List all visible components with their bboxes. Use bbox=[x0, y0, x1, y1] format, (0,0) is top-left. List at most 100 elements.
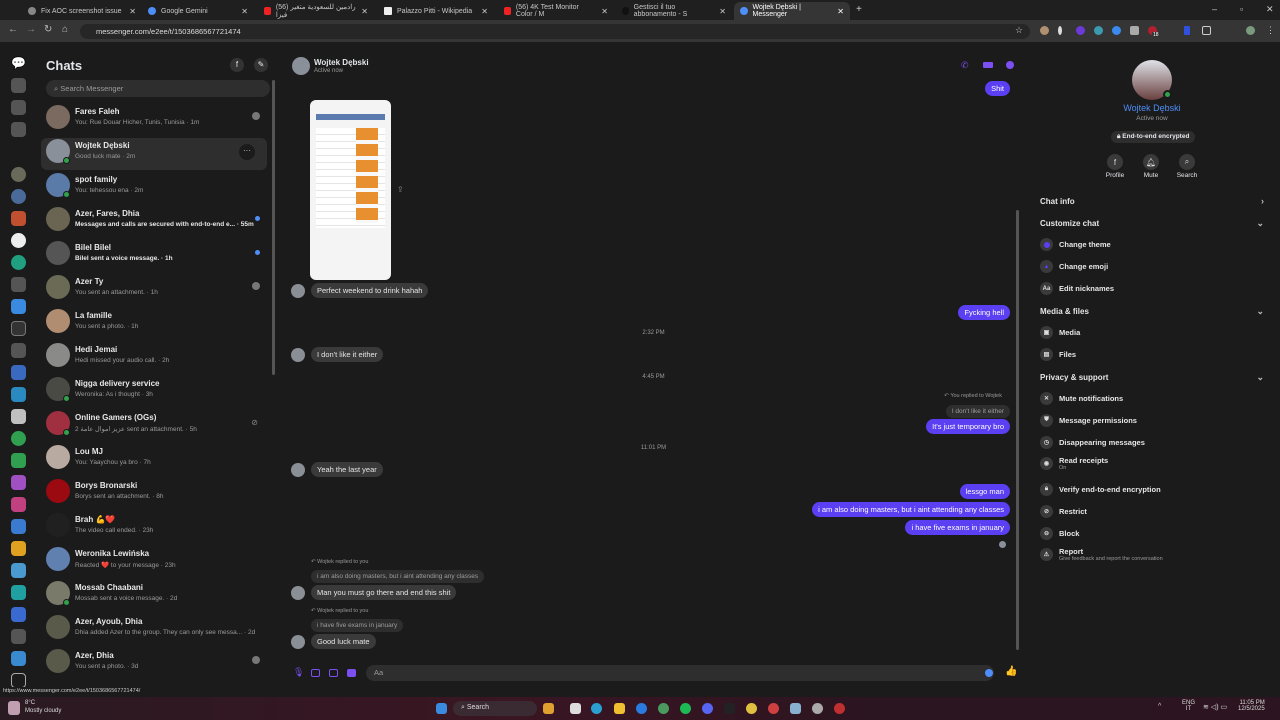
tab-youtube-1[interactable]: (56) رادمين للسعودية متغير فيزا✕ bbox=[258, 2, 374, 20]
toggle-sidebar-icon[interactable] bbox=[11, 673, 26, 688]
extension-icon[interactable] bbox=[1184, 26, 1190, 35]
message-incoming[interactable]: Good luck mate bbox=[311, 634, 376, 649]
conversation-scrollbar[interactable] bbox=[1016, 210, 1019, 650]
search-in-chat-button[interactable]: ⌕Search bbox=[1177, 154, 1197, 179]
conversation-title[interactable]: Wojtek Dębski bbox=[314, 58, 369, 67]
chat-list-item[interactable]: Online Gamers (OGs)عزيز اموال عامة 2 sen… bbox=[41, 410, 267, 442]
thumbs-up-icon[interactable]: 👍 bbox=[1005, 666, 1018, 677]
profile-avatar[interactable] bbox=[1246, 26, 1255, 35]
media-item[interactable]: ▣Media bbox=[1040, 326, 1080, 339]
share-icon[interactable]: ⇪ bbox=[397, 185, 404, 194]
minimize-button[interactable]: – bbox=[1212, 4, 1218, 14]
message-input[interactable]: Aa bbox=[366, 665, 994, 681]
verify-encryption-item[interactable]: 🔒︎Verify end-to-end encryption bbox=[1040, 483, 1161, 496]
archive-icon[interactable] bbox=[11, 122, 26, 137]
message-outgoing[interactable]: It's just temporary bro bbox=[926, 419, 1010, 434]
mute-button[interactable]: 🔔︎Mute bbox=[1143, 154, 1159, 179]
close-tab-icon[interactable]: ✕ bbox=[241, 6, 248, 16]
app-shortcut-icon[interactable] bbox=[11, 563, 26, 578]
message-outgoing[interactable]: i have five exams in january bbox=[905, 520, 1010, 535]
extension-icon[interactable] bbox=[1148, 26, 1157, 35]
app-shortcut-icon[interactable] bbox=[11, 211, 26, 226]
search-input[interactable]: ⌕ Search Messenger bbox=[46, 80, 270, 97]
facebook-icon[interactable]: f bbox=[230, 58, 244, 72]
close-window-button[interactable]: ✕ bbox=[1266, 4, 1274, 14]
maximize-button[interactable]: ▫ bbox=[1240, 4, 1244, 14]
camera-extension-icon[interactable] bbox=[1130, 26, 1139, 35]
tab-subscription[interactable]: Gestisci il tuo abbonamento - S✕ bbox=[616, 2, 732, 20]
browser-menu-icon[interactable]: ⋮ bbox=[1266, 25, 1275, 35]
weather-text[interactable]: Mostly cloudy bbox=[25, 708, 62, 714]
extension-icon[interactable] bbox=[1040, 26, 1049, 35]
message-outgoing[interactable]: i am also doing masters, but i aint atte… bbox=[812, 502, 1010, 517]
message-incoming[interactable]: I don't like it either bbox=[311, 347, 384, 362]
app-shortcut-icon[interactable] bbox=[11, 453, 26, 468]
message-outgoing[interactable]: Fycking hell bbox=[958, 305, 1010, 320]
new-message-icon[interactable]: ✎ bbox=[254, 58, 268, 72]
app-shortcut-icon[interactable] bbox=[11, 541, 26, 556]
close-tab-icon[interactable]: ✕ bbox=[837, 6, 844, 16]
tab-wikipedia[interactable]: Palazzo Pitti - Wikipedia✕ bbox=[378, 2, 494, 20]
home-icon[interactable]: ⌂ bbox=[62, 24, 69, 35]
change-theme-item[interactable]: Change theme bbox=[1040, 238, 1111, 251]
section-customize-chat[interactable]: Customize chat⌄ bbox=[1040, 218, 1264, 228]
file-explorer-icon[interactable] bbox=[614, 703, 625, 714]
message-outgoing[interactable]: Shit bbox=[985, 81, 1010, 96]
requests-icon[interactable] bbox=[11, 100, 26, 115]
app-shortcut-icon[interactable] bbox=[11, 233, 26, 248]
microphone-icon[interactable]: 🎙 bbox=[293, 667, 305, 677]
taskbar-app-icon[interactable] bbox=[543, 703, 554, 714]
contact-avatar[interactable] bbox=[292, 57, 310, 75]
task-view-icon[interactable] bbox=[570, 703, 581, 714]
contact-avatar[interactable] bbox=[11, 167, 26, 182]
chrome-icon[interactable] bbox=[768, 703, 779, 714]
app-shortcut-icon[interactable] bbox=[11, 299, 26, 314]
taskbar-app-icon[interactable] bbox=[746, 703, 757, 714]
app-shortcut-icon[interactable] bbox=[11, 475, 26, 490]
app-shortcut-icon[interactable] bbox=[11, 343, 26, 358]
app-shortcut-icon[interactable] bbox=[11, 409, 26, 424]
video-call-icon[interactable] bbox=[983, 62, 993, 68]
taskbar-app-icon[interactable] bbox=[636, 703, 647, 714]
block-item[interactable]: ⊖Block bbox=[1040, 527, 1079, 540]
close-tab-icon[interactable]: ✕ bbox=[361, 6, 368, 16]
conversation-info-icon[interactable] bbox=[1006, 61, 1014, 69]
details-name[interactable]: Wojtek Dębski bbox=[1123, 103, 1181, 113]
extensions-puzzle-icon[interactable] bbox=[1202, 26, 1211, 35]
app-shortcut-icon[interactable] bbox=[11, 651, 26, 666]
gallery-icon[interactable] bbox=[311, 669, 320, 677]
discord-icon[interactable] bbox=[702, 703, 713, 714]
app-shortcut-icon[interactable] bbox=[11, 431, 26, 446]
gif-icon[interactable] bbox=[347, 669, 356, 677]
messenger-chats-icon[interactable]: 💬 bbox=[11, 56, 26, 70]
tab-youtube-2[interactable]: (56) 4K Test Monitor Color / M✕ bbox=[498, 2, 614, 20]
tab-fix-aoc[interactable]: Fix AOC screenshot issue✕ bbox=[22, 2, 142, 20]
new-tab-button[interactable]: + bbox=[856, 4, 862, 15]
bookmark-star-icon[interactable]: ☆ bbox=[1015, 25, 1024, 35]
more-options-button[interactable]: ··· bbox=[239, 144, 255, 160]
taskbar-search[interactable]: ⌕ Search bbox=[453, 701, 537, 716]
encryption-badge[interactable]: 🔒︎ End-to-end encrypted bbox=[1111, 131, 1196, 143]
close-tab-icon[interactable]: ✕ bbox=[601, 6, 608, 16]
app-shortcut-icon[interactable] bbox=[11, 585, 26, 600]
message-incoming[interactable]: Man you must go there and end this shit bbox=[311, 585, 457, 600]
weather-icon[interactable] bbox=[8, 701, 20, 715]
network-volume-battery-icons[interactable]: ≋ ◁) ▭ bbox=[1203, 704, 1228, 711]
close-tab-icon[interactable]: ✕ bbox=[129, 6, 136, 16]
app-shortcut-icon[interactable] bbox=[11, 607, 26, 622]
